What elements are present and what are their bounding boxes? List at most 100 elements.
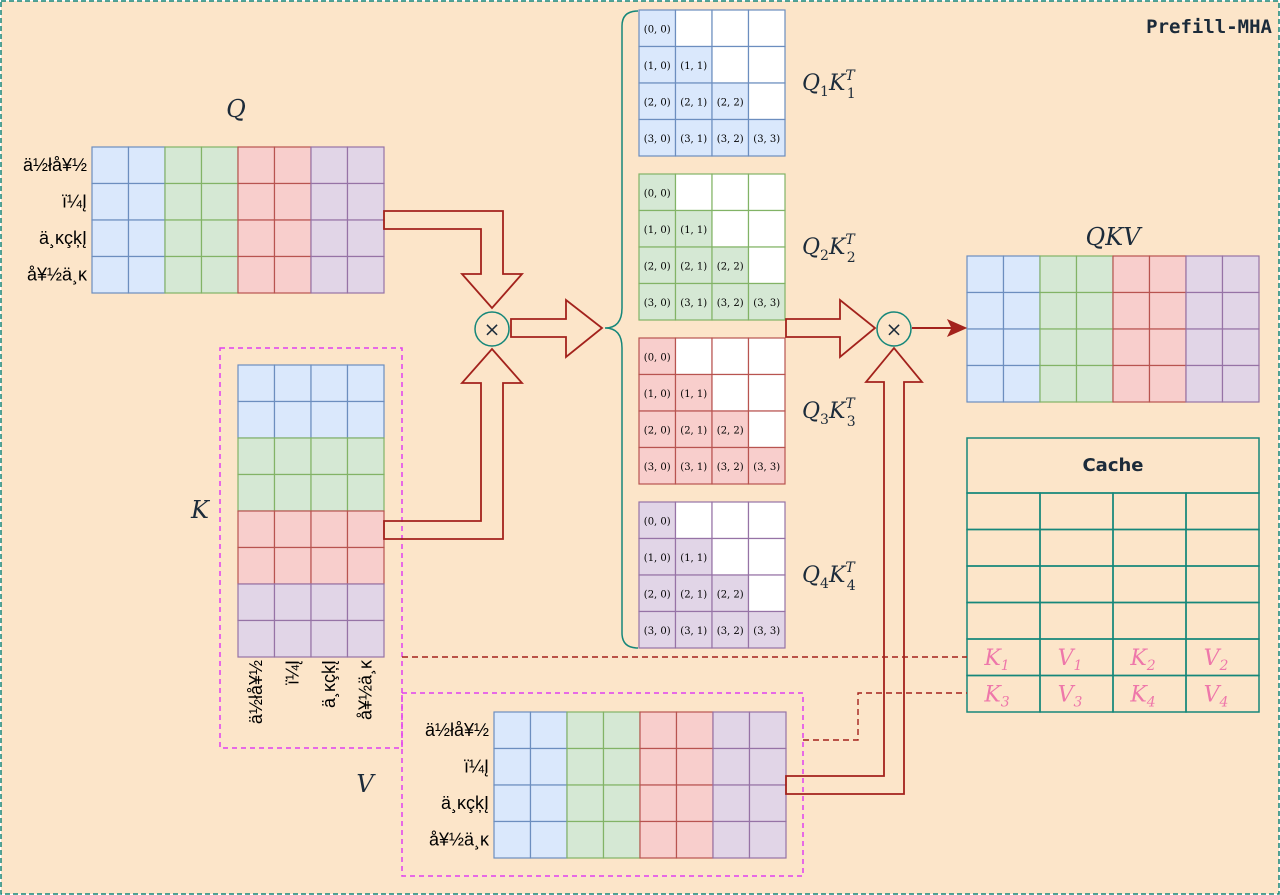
v-matrix-cell [712, 747, 751, 786]
diagram-title: Prefill-MHA [1146, 16, 1272, 38]
k-token-label: ä½łå¥½ [246, 660, 266, 724]
q-matrix-cell [273, 182, 312, 221]
qkv-matrix-cell [1185, 328, 1224, 367]
v-dashed-box [401, 692, 804, 877]
q-matrix-cell [310, 219, 349, 258]
q-token-label: ï¼Į [62, 192, 87, 212]
kv-subscript: 4 [1146, 695, 1156, 711]
qkv-matrix-cell [1002, 291, 1041, 330]
score-cell [747, 537, 786, 576]
v-to-multiply-arrow [785, 346, 924, 795]
v-token-label: ï¼Į [464, 757, 489, 777]
k-matrix-cell [346, 583, 385, 622]
score-cell [711, 574, 750, 613]
score-cell-label: (2, 0) [644, 97, 671, 108]
score-cell [747, 501, 786, 540]
score-cell-label: (0, 0) [644, 516, 671, 527]
score-block [638, 9, 786, 157]
v-matrix-cell [566, 747, 605, 786]
score-label-part: Q [802, 399, 820, 424]
score-cell-label: (2, 2) [717, 425, 744, 436]
kv-symbol: V [1058, 646, 1076, 671]
k-matrix-cell [346, 510, 385, 549]
q-matrix-cell [91, 255, 130, 294]
k-matrix-cell [273, 400, 312, 439]
score-cell-label: (0, 0) [644, 24, 671, 35]
score-cell [674, 373, 713, 412]
score-cell [711, 45, 750, 84]
score-cell [674, 246, 713, 285]
score-cell [638, 45, 677, 84]
q-matrix-cell [237, 182, 276, 221]
qkv-label: QKV [1086, 223, 1144, 251]
score-cell [711, 610, 750, 649]
q-token-label: ä¸ĸçķĮ [39, 228, 87, 248]
score-cell-label: (2, 0) [644, 261, 671, 272]
v-matrix-cell [712, 711, 751, 750]
k-matrix-cell [310, 437, 349, 476]
q-matrix-cell [310, 146, 349, 185]
k-matrix-cell [346, 364, 385, 403]
v-matrix-cell [675, 711, 714, 750]
score-cell [747, 574, 786, 613]
score-cell [638, 446, 677, 485]
score-cell-label: (2, 2) [717, 261, 744, 272]
v-matrix-cell [566, 820, 605, 859]
score-cell-label: (2, 1) [680, 97, 707, 108]
v-matrix-cell [748, 820, 787, 859]
k-matrix-cell [310, 400, 349, 439]
score-cell-label: (1, 1) [680, 389, 707, 400]
k-token-label: ä¸ĸçķĮ [319, 660, 339, 708]
score-cell [638, 9, 677, 48]
dashed-boxes-layer [219, 347, 804, 877]
score-cell [747, 410, 786, 449]
score-cell-label: (3, 2) [717, 298, 744, 309]
score-brace [604, 10, 639, 649]
score-cell [747, 209, 786, 248]
qkv-matrix-cell [1002, 255, 1041, 294]
q-token-label: ä½łå¥½ [23, 155, 87, 175]
score-cell-label: (3, 2) [717, 134, 744, 145]
score-cell [747, 173, 786, 212]
q-matrix [91, 146, 385, 294]
k-matrix-cell [346, 619, 385, 658]
multiply-node-2 [876, 311, 912, 347]
q-to-multiply-arrow [383, 210, 524, 310]
qkv-matrix-cell [1112, 328, 1151, 367]
cache-kv-label: V2 [1204, 646, 1229, 674]
score-cell-label: (3, 3) [753, 298, 780, 309]
q-matrix-cell [346, 182, 385, 221]
k-dashed-box [219, 347, 403, 749]
kv-symbol: K [1129, 646, 1148, 671]
score-cell-label: (3, 0) [644, 626, 671, 637]
v-matrix-cell [493, 747, 532, 786]
score-cell-label: (2, 0) [644, 589, 671, 600]
score-cell-label: (2, 1) [680, 425, 707, 436]
score-cell [711, 9, 750, 48]
q-matrix-cell [200, 255, 239, 294]
score-label-part: 3 [820, 412, 829, 428]
score-cell [711, 537, 750, 576]
score-cell [747, 118, 786, 157]
score-cell [747, 246, 786, 285]
cache-kv-label: V3 [1058, 683, 1083, 711]
v-token-label: ä½łå¥½ [425, 720, 489, 740]
score-cell-label: (1, 1) [680, 61, 707, 72]
score-cell [711, 446, 750, 485]
v-token-label: ä¸ĸçķĮ [441, 793, 489, 813]
q-matrix-cell [273, 255, 312, 294]
score-block [638, 501, 786, 649]
score-block [638, 337, 786, 485]
score-cell-label: (3, 2) [717, 626, 744, 637]
score-label-part: K [828, 71, 847, 96]
v-matrix-cell [675, 784, 714, 823]
kv-symbol: K [983, 646, 1002, 671]
score-label-part: T [845, 396, 856, 412]
qkv-matrix [966, 255, 1260, 403]
kv-symbol: V [1204, 683, 1222, 708]
q-matrix-cell [127, 255, 166, 294]
k-matrix [237, 364, 385, 658]
